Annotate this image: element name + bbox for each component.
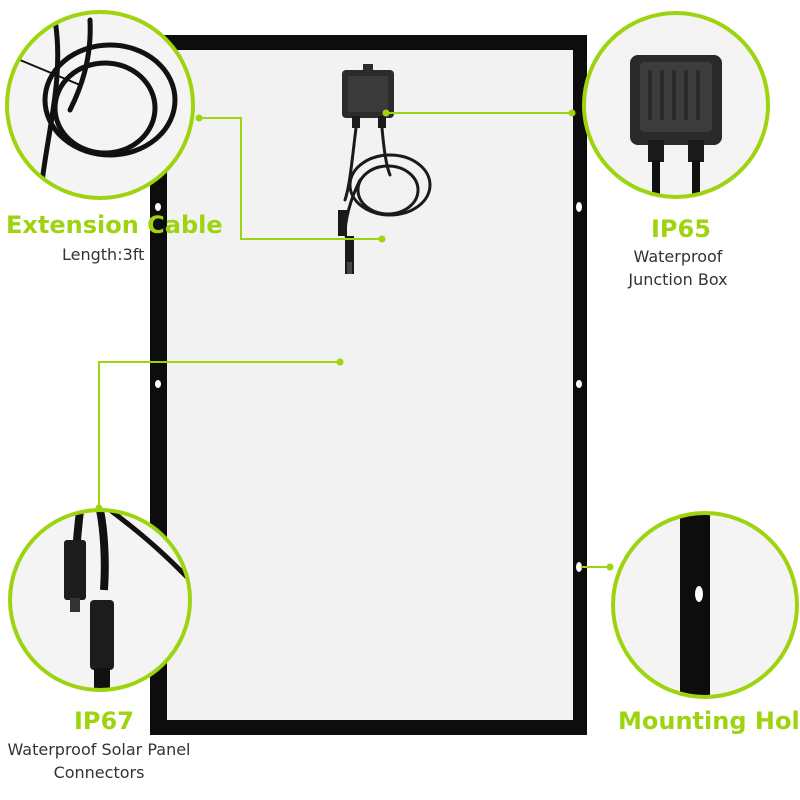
connector-icon xyxy=(338,210,354,274)
junction-box-title: IP65 xyxy=(651,215,711,243)
mounting-hole-icon xyxy=(695,586,703,602)
junction-box-subtitle: Waterproof Junction Box xyxy=(618,245,738,291)
connectors-title: IP67 xyxy=(74,707,134,735)
mounting-hole-title: Mounting Hole xyxy=(618,707,800,735)
junction-box-icon xyxy=(342,64,394,128)
zoom-mounting-hole xyxy=(611,511,799,699)
leader-lines xyxy=(98,112,610,568)
mounting-hole xyxy=(576,202,582,212)
connectors-subtitle-line1: Waterproof Solar Panel xyxy=(7,740,191,759)
solar-panel xyxy=(150,35,587,735)
connectors-subtitle: Waterproof Solar Panel Connectors xyxy=(0,738,198,784)
junction-box-subtitle-line2: Junction Box xyxy=(628,270,728,289)
panel-back-sheet xyxy=(167,50,573,720)
connectors-subtitle-line2: Connectors xyxy=(53,763,145,782)
extension-cable-title: Extension Cable xyxy=(6,211,223,239)
zoom-extension-cable xyxy=(5,10,195,200)
mounting-hole xyxy=(155,203,161,211)
mounting-hole xyxy=(155,380,161,388)
junction-box-subtitle-line1: Waterproof xyxy=(633,247,723,266)
leader-connectors xyxy=(98,361,340,512)
leader-extension-cable xyxy=(198,117,382,240)
mounting-hole xyxy=(576,380,582,388)
zoom-junction-box xyxy=(582,11,770,199)
zoom-connectors xyxy=(8,508,192,692)
extension-cable-subtitle: Length:3ft xyxy=(62,245,145,264)
mounting-hole xyxy=(576,562,582,572)
